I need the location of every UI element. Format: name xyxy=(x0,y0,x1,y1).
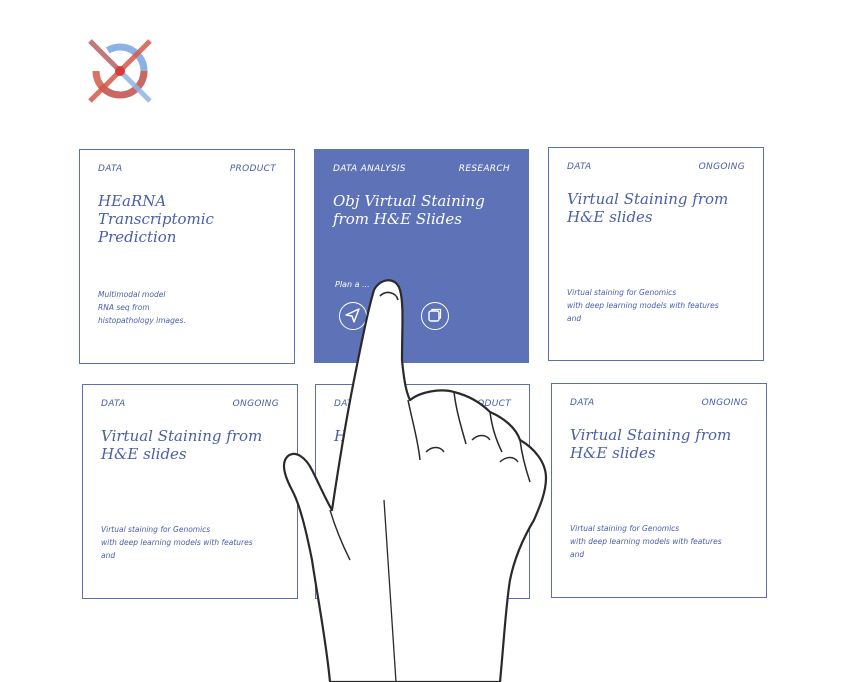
card-status-tag: ONGOING xyxy=(701,398,748,408)
card-title: HEaRNA Transcriptomic Prediction xyxy=(98,192,214,246)
project-card-2-selected[interactable]: DATA ANALYSIS RESEARCH Obj Virtual Stain… xyxy=(314,149,529,363)
project-card-6[interactable]: DATA ONGOING Virtual Staining from H&E s… xyxy=(551,383,767,598)
card-category-tag: DATA ANALYSIS xyxy=(333,164,406,174)
card-actions: Plan a ... xyxy=(335,280,515,340)
card-title: Obj Virtual Staining from H&E Slides xyxy=(333,192,485,228)
card-title: Virtual Staining from H&E slides xyxy=(570,426,732,462)
card-title: Virtual Staining from H&E slides xyxy=(101,427,263,463)
card-description: Virtual staining for Genomics with deep … xyxy=(101,525,253,560)
project-card-5[interactable]: DATA PRODUCT HeRNA Pre... xyxy=(315,384,530,599)
card-category-tag: DATA xyxy=(101,399,126,409)
project-card-3[interactable]: DATA ONGOING Virtual Staining from H&E s… xyxy=(548,147,764,361)
card-title: HeRNA Pre... xyxy=(334,427,437,445)
card-title: Virtual Staining from H&E slides xyxy=(567,190,729,226)
card-status-tag: PRODUCT xyxy=(229,164,276,174)
copy-icon[interactable] xyxy=(421,302,449,330)
card-status-tag: ONGOING xyxy=(232,399,279,409)
card-status-tag: PRODUCT xyxy=(464,399,511,409)
card-status-tag: RESEARCH xyxy=(458,164,510,174)
card-description: Virtual staining for Genomics with deep … xyxy=(570,524,722,559)
card-description: Multimodal model RNA seq from histopatho… xyxy=(98,290,186,325)
card-category-tag: DATA xyxy=(334,399,359,409)
card-category-tag: DATA xyxy=(570,398,595,408)
card-description: Virtual staining for Genomics with deep … xyxy=(567,288,719,323)
send-icon[interactable] xyxy=(339,302,367,330)
card-category-tag: DATA xyxy=(98,164,123,174)
project-card-1[interactable]: DATA PRODUCT HEaRNA Transcriptomic Predi… xyxy=(79,149,295,364)
project-card-4[interactable]: DATA ONGOING Virtual Staining from H&E s… xyxy=(82,384,298,599)
card-action-label: Plan a ... xyxy=(335,280,370,289)
card-status-tag: ONGOING xyxy=(698,162,745,172)
card-category-tag: DATA xyxy=(567,162,592,172)
crosshair-logo-icon xyxy=(88,39,152,103)
